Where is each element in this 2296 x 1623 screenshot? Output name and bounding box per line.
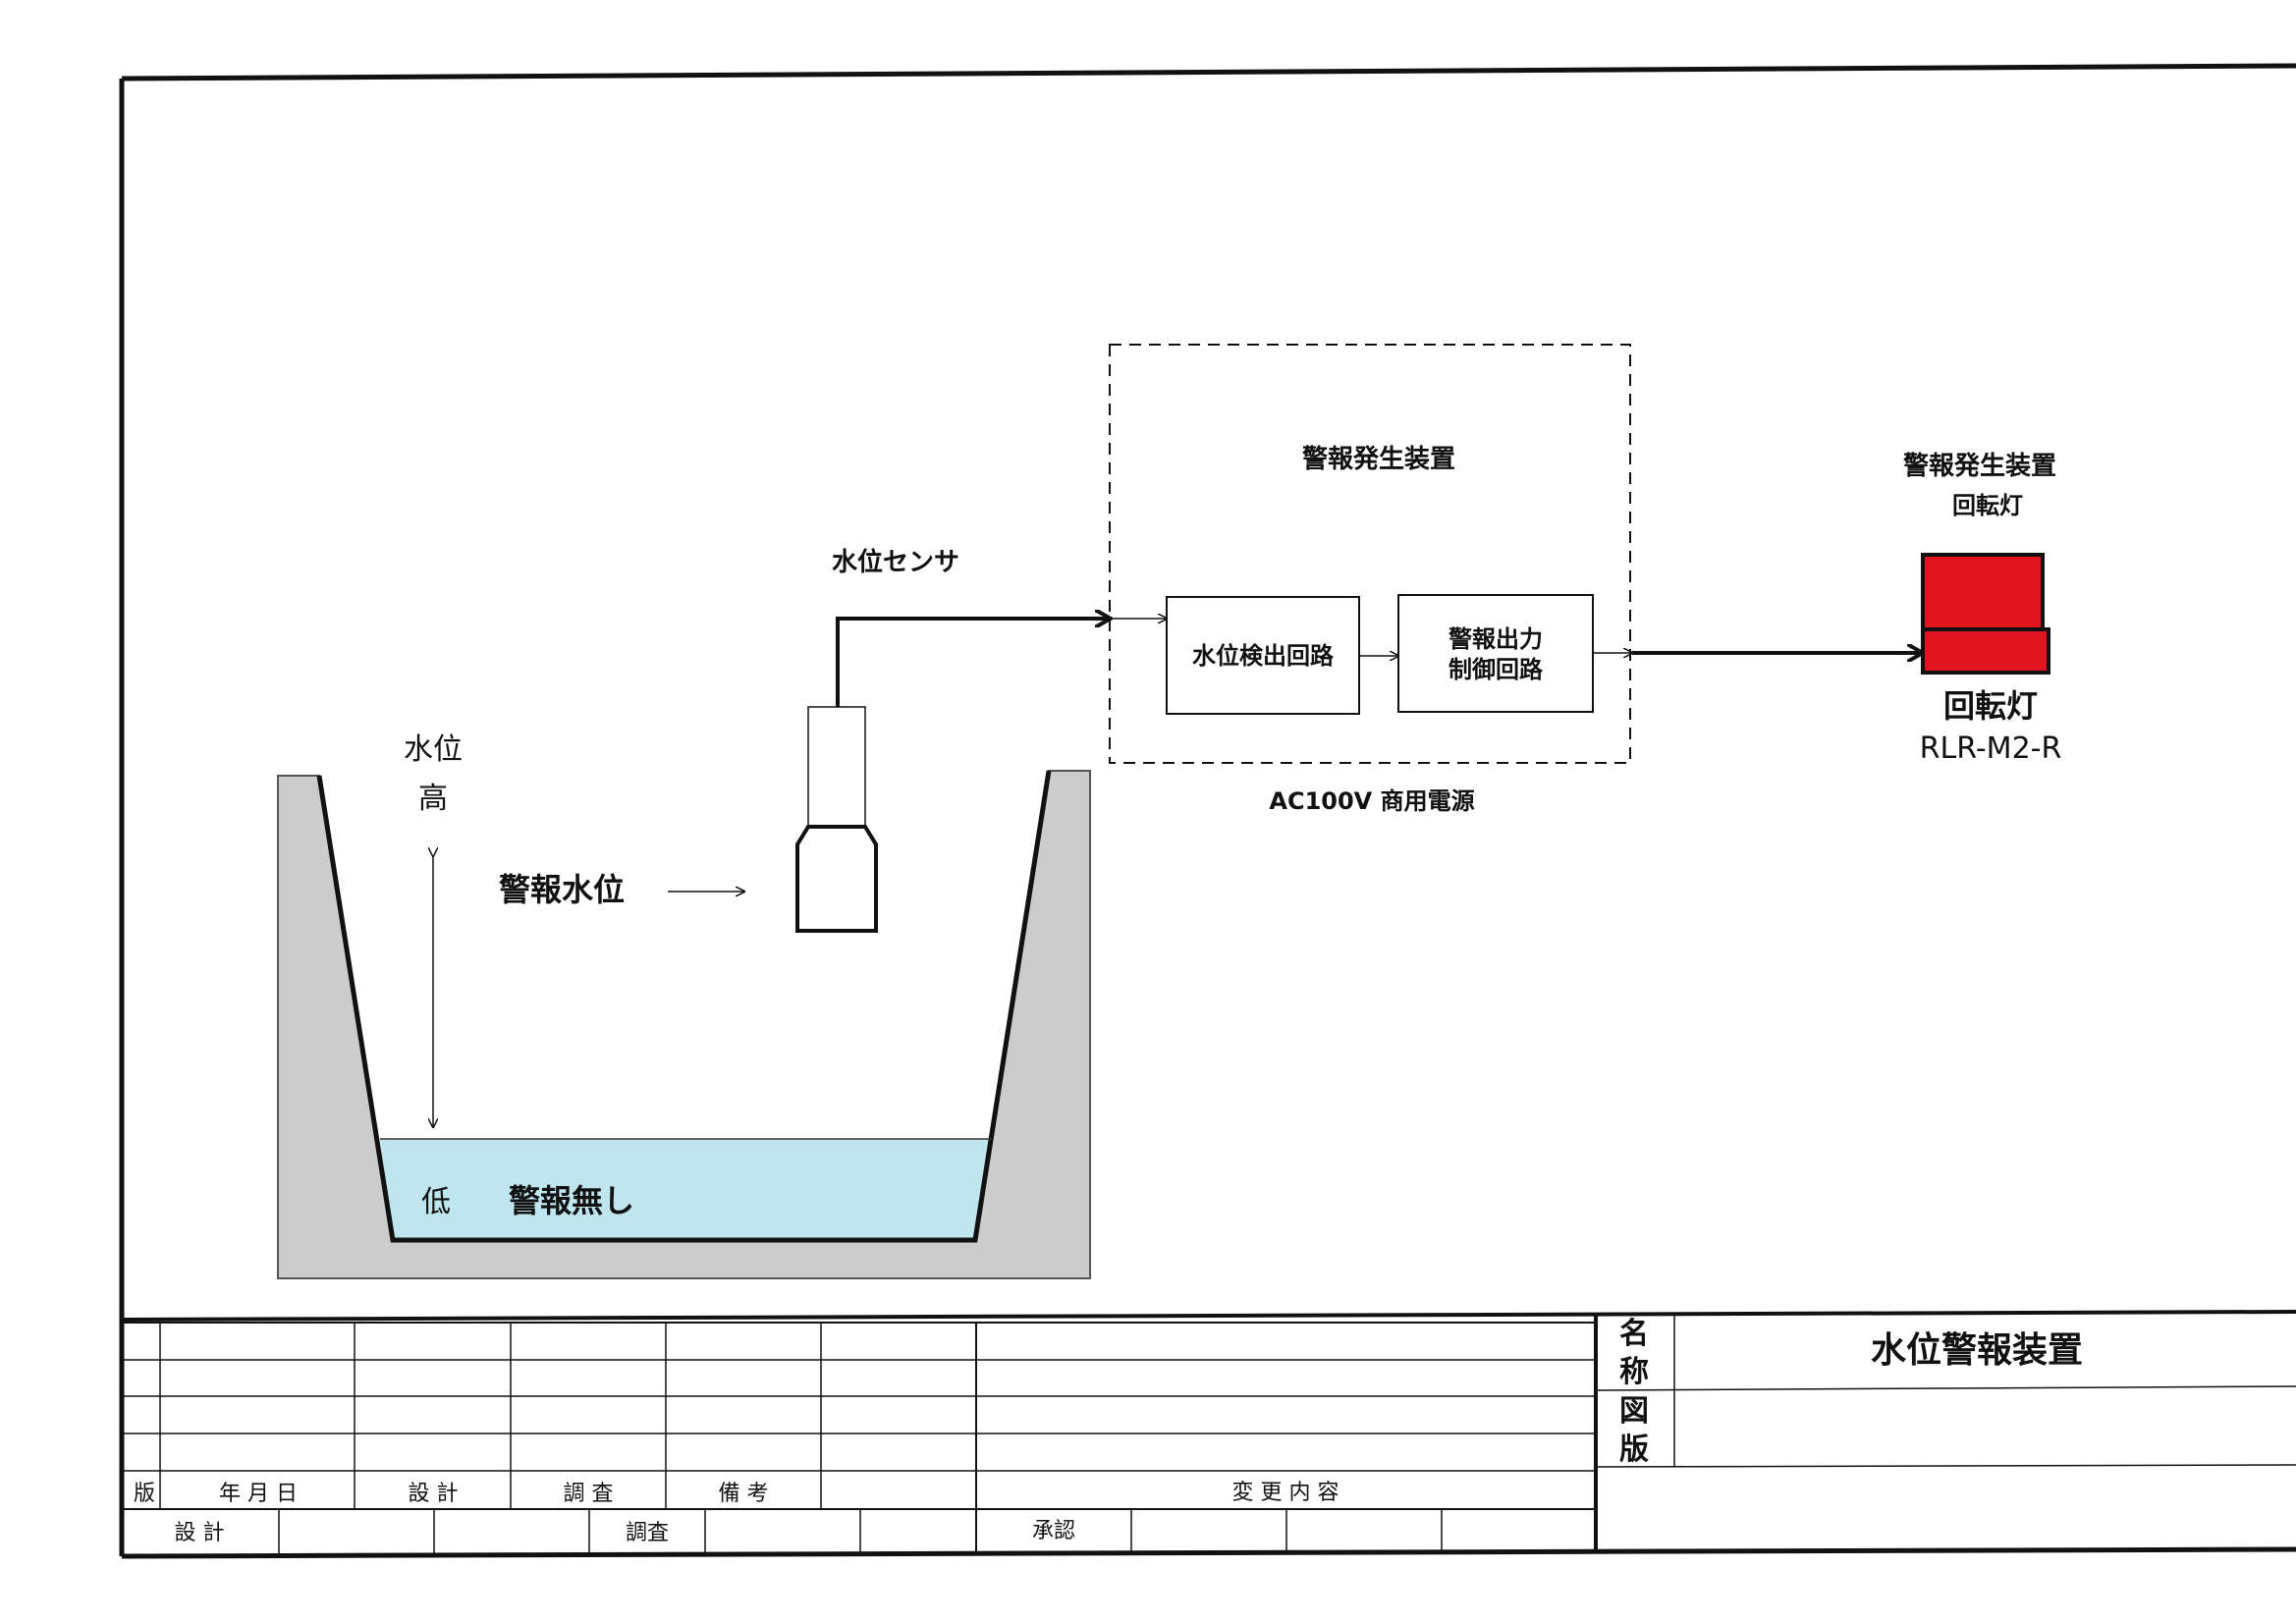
rev-header-survey: 調 査	[564, 1482, 614, 1506]
rev-header-design: 設 計	[409, 1482, 459, 1506]
sign-approval: 承認	[1032, 1519, 1075, 1543]
sheet-frame	[119, 63, 2296, 1559]
sensor-label: 水位センサ	[832, 547, 959, 577]
alarm-device-title: 警報発生装置	[1302, 444, 1455, 474]
rev-header-version: 版	[134, 1482, 155, 1506]
water-level-sensor	[795, 619, 1111, 933]
sign-design: 設 計	[175, 1521, 225, 1545]
lamp-name: 回転灯	[1943, 687, 2038, 725]
drawing-label-char-1: 図	[1619, 1394, 1649, 1429]
output-circuit-box	[1397, 594, 1594, 713]
sign-survey: 調査	[626, 1521, 669, 1545]
alarm-device-boundary	[1109, 344, 1631, 764]
lamp-model: RLR-M2-R	[1920, 731, 2062, 766]
rotating-lamp-icon	[1921, 553, 2050, 675]
detect-circuit-label: 水位検出回路	[1192, 642, 1335, 670]
concrete-channel	[277, 770, 1091, 1279]
power-label: AC100V 商用電源	[1269, 787, 1474, 815]
low-label: 低	[421, 1185, 451, 1219]
detect-circuit-box	[1166, 596, 1360, 715]
lamp-group-title: 警報発生装置	[1903, 451, 2056, 481]
rev-header-date: 年 月 日	[219, 1482, 298, 1506]
output-circuit-label-1: 警報出力	[1448, 625, 1543, 653]
name-label-char-1: 名	[1619, 1317, 1649, 1351]
level-label-high: 高	[418, 782, 448, 816]
title-block	[121, 1310, 2296, 1553]
alarm-level-label: 警報水位	[499, 871, 625, 908]
output-circuit-label-2: 制御回路	[1449, 656, 1544, 683]
rev-header-changes: 変 更 内 容	[1232, 1481, 1339, 1505]
lamp-group-sub: 回転灯	[1952, 492, 2023, 519]
drawing-title: 水位警報装置	[1871, 1330, 2083, 1371]
no-alarm-label: 警報無し	[509, 1182, 634, 1219]
level-label-top: 水位	[404, 732, 463, 767]
rev-header-remarks: 備 考	[719, 1482, 769, 1506]
drawing-label-char-2: 版	[1619, 1433, 1649, 1467]
water-body	[380, 1139, 992, 1240]
name-label-char-2: 称	[1619, 1355, 1649, 1389]
